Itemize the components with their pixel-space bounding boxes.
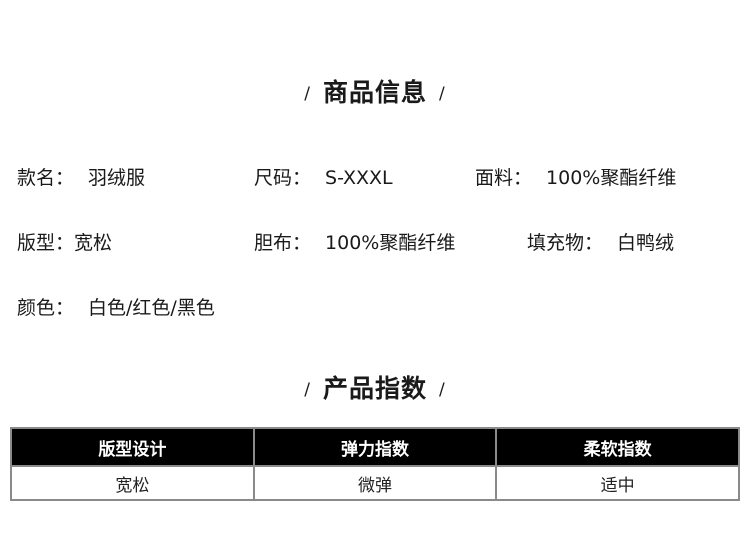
info-filling: 填充物： 白鸭绒: [527, 229, 674, 257]
info-row-3: 颜色： 白色/红色/黑色: [0, 294, 750, 322]
header-fit-design: 版型设计: [10, 427, 255, 467]
info-value: 羽绒服: [88, 167, 146, 189]
info-color: 颜色： 白色/红色/黑色: [17, 294, 215, 322]
title-slash-right: /: [439, 380, 446, 400]
info-value: 宽松: [74, 232, 113, 254]
header-elasticity: 弹力指数: [252, 427, 498, 467]
header-softness: 柔软指数: [495, 427, 740, 467]
info-lining: 胆布： 100%聚酯纤维: [254, 229, 455, 257]
product-index-table: 版型设计 弹力指数 柔软指数 宽松 微弹 适中: [10, 427, 740, 501]
info-label: 填充物：: [527, 232, 604, 254]
title-slash-left: /: [304, 84, 311, 104]
info-row-2: 版型：宽松 胆布： 100%聚酯纤维 填充物： 白鸭绒: [0, 229, 750, 257]
table-header-row: 版型设计 弹力指数 柔软指数: [10, 427, 740, 467]
section-title-product-index: / 产品指数 /: [0, 369, 750, 405]
cell-elasticity: 微弹: [252, 465, 498, 501]
info-label: 尺码：: [254, 167, 312, 189]
info-value: 白色/红色/黑色: [88, 297, 215, 319]
info-row-1: 款名： 羽绒服 尺码： S-XXXL 面料： 100%聚酯纤维: [0, 164, 750, 192]
info-value: 100%聚酯纤维: [325, 232, 456, 254]
info-label: 面料：: [475, 167, 533, 189]
section-title-text: 商品信息: [322, 78, 427, 107]
section-title-text: 产品指数: [322, 374, 427, 403]
info-value: S-XXXL: [325, 167, 393, 189]
title-slash-right: /: [439, 84, 446, 104]
info-label: 颜色：: [17, 297, 75, 319]
info-size: 尺码： S-XXXL: [254, 164, 393, 192]
info-value: 100%聚酯纤维: [546, 167, 677, 189]
section-title-product-info: / 商品信息 /: [0, 73, 750, 109]
cell-fit-design: 宽松: [10, 465, 255, 501]
info-style-name: 款名： 羽绒服: [17, 164, 145, 192]
info-label: 款名：: [17, 167, 75, 189]
info-fit: 版型：宽松: [17, 229, 112, 257]
title-slash-left: /: [304, 380, 311, 400]
info-label: 版型：: [17, 232, 75, 254]
cell-softness: 适中: [495, 465, 740, 501]
info-fabric: 面料： 100%聚酯纤维: [475, 164, 676, 192]
info-label: 胆布：: [254, 232, 312, 254]
info-value: 白鸭绒: [617, 232, 675, 254]
table-row: 宽松 微弹 适中: [10, 465, 740, 501]
